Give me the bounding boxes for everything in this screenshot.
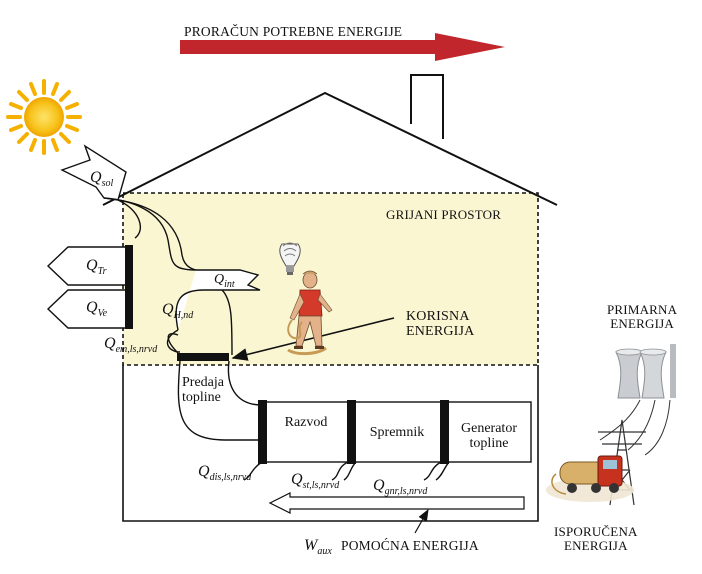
emission-to-distribution-flow	[177, 360, 262, 441]
distribution-loss-flow	[243, 461, 263, 481]
useful-energy-arrow	[231, 317, 395, 361]
house-roof	[102, 91, 558, 206]
q-int-label: Qint	[214, 272, 235, 290]
q-dis-label: Qdis,ls,nrvd	[198, 463, 252, 484]
emission-bar	[177, 353, 229, 361]
cooling-tower-icon	[615, 344, 676, 399]
internal-gain-flow	[175, 269, 261, 331]
q-gnr-label: Qgnr,ls,nrvd	[373, 477, 428, 498]
heated-space-area	[123, 193, 538, 365]
q-sol-label: Qsol	[90, 169, 114, 190]
generator-loss-flow	[423, 461, 442, 481]
person-icon	[287, 270, 333, 356]
q-ve-label: QVe	[86, 299, 108, 320]
house-walls	[122, 365, 539, 522]
auxiliary-energy-arrow	[268, 492, 525, 514]
auxiliary-energy-label: POMOĆNA ENERGIJA	[341, 538, 479, 553]
diagram-title: PRORAČUN POTREBNE ENERGIJE	[184, 24, 403, 39]
q-em-label: Qem,ls,nrvd	[104, 335, 158, 356]
heat-need-flow	[221, 289, 233, 356]
storage-box-frame	[351, 401, 442, 463]
heated-space-label: GRIJANI PROSTOR	[386, 207, 502, 222]
q-st-label: Qst,ls,nrvd	[291, 471, 340, 492]
storage-loss-flow	[331, 461, 349, 481]
solar-gain-flow	[60, 144, 127, 201]
w-aux-label: Waux	[304, 537, 332, 558]
q-h-nd-label: QH,nd	[162, 301, 194, 322]
title-arrow	[180, 33, 505, 61]
distribution-box-frame	[261, 401, 349, 463]
q-tr-label: QTr	[86, 257, 107, 278]
sun-icon	[6, 79, 82, 155]
tanker-truck-icon	[546, 455, 634, 502]
storage-box: Spremnik	[369, 425, 425, 440]
wall-bar	[125, 245, 133, 329]
emission-loss-flow	[167, 333, 179, 354]
auxiliary-energy-pointer	[414, 508, 429, 534]
generator-box-frame	[444, 401, 532, 463]
transmission-lines	[599, 399, 671, 456]
light-bulb-icon	[279, 242, 301, 275]
chimney	[410, 74, 444, 139]
distribution-box: Razvod	[284, 415, 328, 430]
